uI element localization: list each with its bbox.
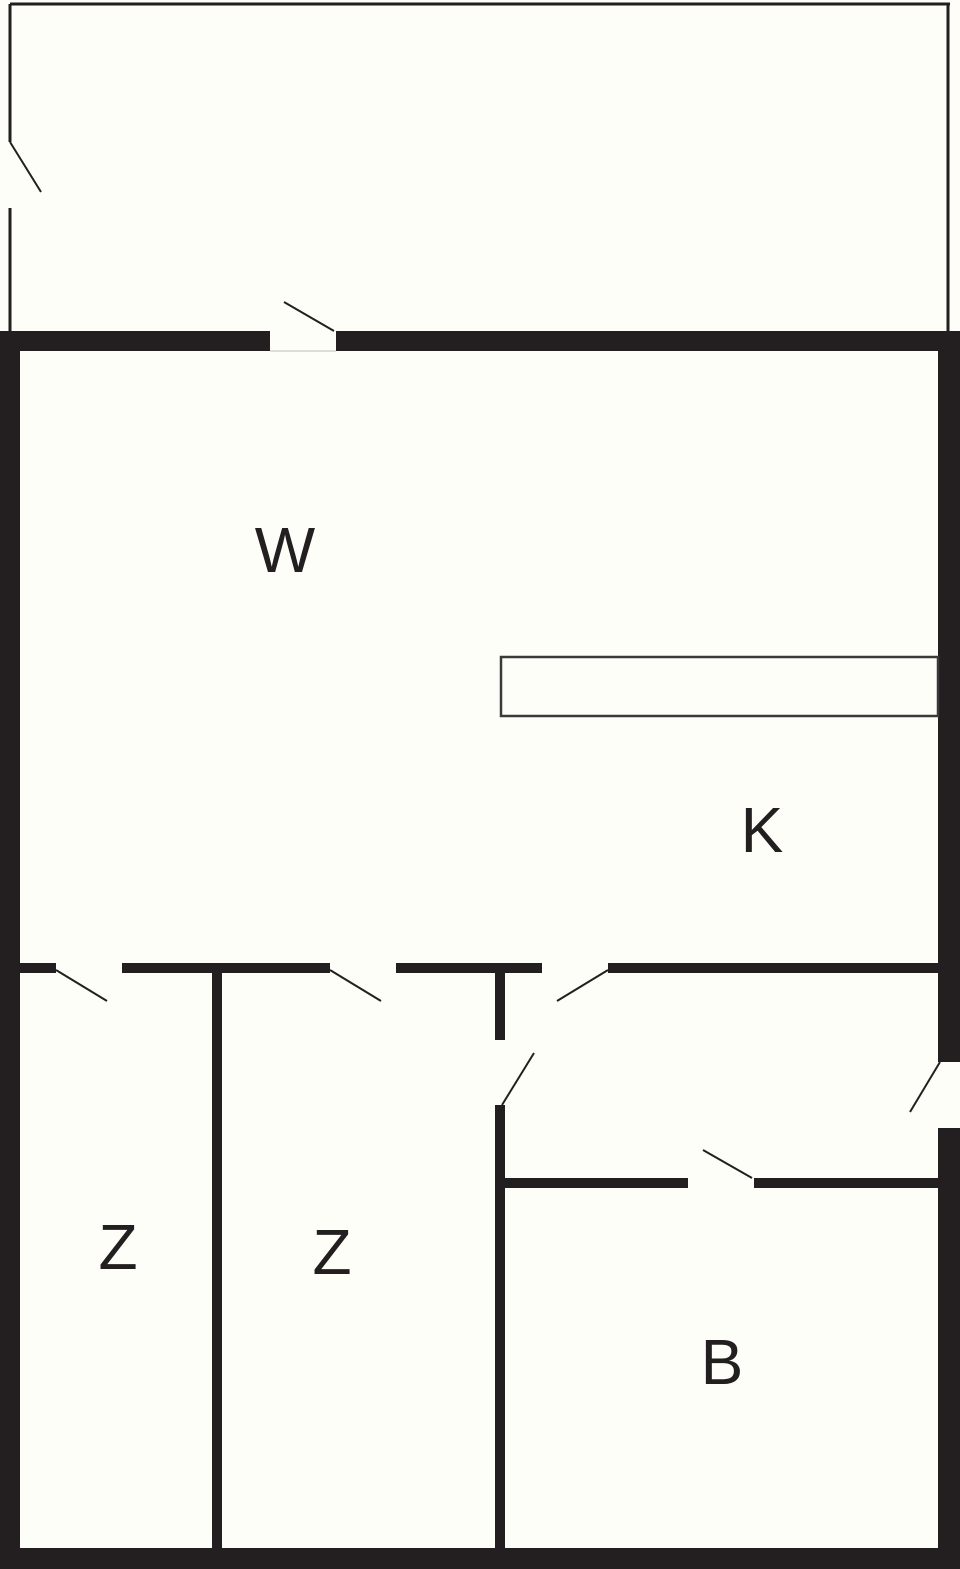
room-label-bathroom: B bbox=[700, 1326, 744, 1398]
door-swing-bedroom-1 bbox=[55, 969, 108, 1002]
door-swing-bedroom-2 bbox=[329, 969, 382, 1002]
room-label-bedroom-2: Z bbox=[312, 1216, 352, 1288]
door-swing-bathroom bbox=[702, 1149, 753, 1179]
exterior-walls bbox=[0, 331, 960, 1569]
room-label-living: W bbox=[254, 514, 316, 586]
kitchen-counter bbox=[499, 655, 940, 718]
interior-walls bbox=[20, 963, 938, 1548]
door-swings bbox=[55, 969, 941, 1179]
door-swing-exterior-right bbox=[909, 1061, 941, 1113]
room-label-bedroom-1: Z bbox=[98, 1211, 138, 1283]
door-swing-bedroom-2-side bbox=[501, 1052, 535, 1106]
room-label-kitchen: K bbox=[740, 794, 784, 866]
door-swing-hallway bbox=[556, 969, 609, 1002]
door-swing-entry-top bbox=[283, 301, 335, 332]
terrace-outline bbox=[8, 2, 950, 332]
door-swing-terrace bbox=[9, 141, 42, 193]
